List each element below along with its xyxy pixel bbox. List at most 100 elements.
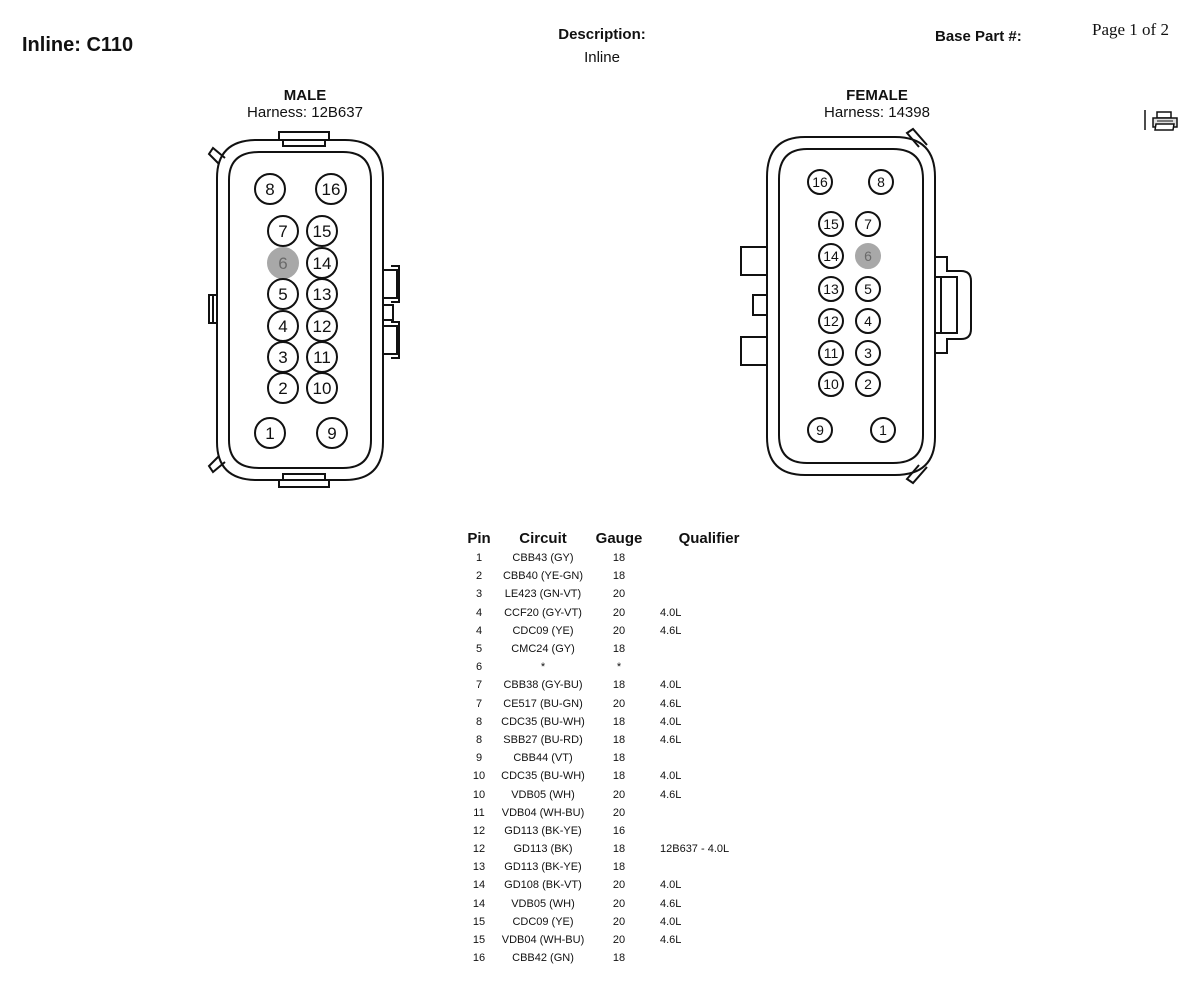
male-pin: 9	[316, 417, 348, 449]
header-pin: Pin	[467, 529, 491, 547]
male-pin: 13	[306, 278, 338, 310]
female-pin: 5	[855, 276, 881, 302]
cell-pin: 15	[472, 915, 486, 928]
pin-circle	[818, 340, 844, 366]
cell-gauge: 20	[612, 588, 626, 601]
male-pin: 5	[267, 278, 299, 310]
pin-number: 16	[322, 180, 341, 199]
pin-table-header-row: Pin Circuit Gauge Qualifier	[462, 527, 770, 549]
cell-circuit: CMC24 (GY)	[511, 643, 575, 656]
pin-circle	[818, 308, 844, 334]
female-gender-label: FEMALE	[846, 87, 908, 104]
pin-circle	[306, 215, 338, 247]
female-pin: 2	[855, 371, 881, 397]
cell-gauge: 20	[612, 624, 626, 637]
cell-circuit: VDB04 (WH-BU)	[501, 806, 585, 819]
pin-number: 12	[823, 313, 839, 329]
pin-circle	[254, 417, 286, 449]
cell-gauge: 18	[612, 643, 626, 656]
female-pin: 4	[855, 308, 881, 334]
male-pin: 11	[306, 341, 338, 373]
cell-pin: 2	[475, 570, 483, 583]
pin-circle	[306, 278, 338, 310]
cell-gauge: 18	[612, 733, 626, 746]
female-pin: 11	[818, 340, 844, 366]
cell-gauge: *	[616, 661, 622, 674]
print-button[interactable]	[1141, 108, 1179, 134]
cell-circuit: GD113 (BK)	[513, 843, 573, 856]
cell-gauge: 20	[612, 879, 626, 892]
male-pin: 14	[306, 247, 338, 279]
cell-pin: 12	[472, 843, 486, 856]
pin-number: 13	[823, 281, 839, 297]
pin-number: 8	[877, 174, 885, 190]
female-pin: 8	[868, 169, 894, 195]
female-pin: 7	[855, 211, 881, 237]
cell-pin: 5	[475, 643, 483, 656]
pin-number: 11	[313, 348, 331, 367]
pin-circle	[855, 211, 881, 237]
cell-qualifier: 4.0L	[660, 679, 682, 692]
cell-qualifier	[648, 822, 770, 840]
cell-pin: 8	[475, 733, 483, 746]
description-value: Inline	[584, 49, 620, 66]
female-pin: 10	[818, 371, 844, 397]
pin-circle	[870, 417, 896, 443]
cell-qualifier: 4.6L	[660, 788, 682, 801]
female-pin: 16	[807, 169, 833, 195]
pin-number: 5	[864, 281, 872, 297]
pin-number: 14	[823, 248, 839, 264]
pin-circle	[267, 372, 299, 404]
male-connector-header: MALE Harness: 12B637	[185, 87, 425, 121]
male-pin: 6	[267, 247, 299, 279]
cell-qualifier	[648, 640, 770, 658]
pin-number: 9	[327, 424, 336, 443]
pin-number: 6	[864, 248, 872, 264]
cell-circuit: GD108 (BK-VT)	[504, 879, 582, 892]
female-pin: 14	[818, 243, 844, 269]
description-label: Description:	[558, 26, 646, 43]
header-qualifier: Qualifier	[678, 529, 740, 547]
cell-qualifier: 4.6L	[660, 934, 682, 947]
cell-circuit: CDC09 (YE)	[512, 915, 574, 928]
female-pin: 9	[807, 417, 833, 443]
pin-number: 5	[278, 285, 287, 304]
cell-qualifier: 4.6L	[660, 624, 682, 637]
cell-circuit: GD113 (BK-YE)	[504, 824, 582, 837]
pin-number: 12	[313, 317, 332, 336]
cell-pin: 16	[472, 952, 486, 965]
cell-qualifier: 4.0L	[660, 879, 682, 892]
male-gender-label: MALE	[283, 87, 327, 104]
pin-circle	[855, 243, 881, 269]
cell-circuit: LE423 (GN-VT)	[504, 588, 582, 601]
female-pin: 1	[870, 417, 896, 443]
cell-gauge: 20	[612, 606, 626, 619]
cell-pin: 7	[475, 697, 483, 710]
cell-pin: 14	[472, 897, 486, 910]
cell-gauge: 18	[612, 770, 626, 783]
cell-pin: 3	[475, 588, 483, 601]
cell-circuit: CBB44 (VT)	[513, 752, 573, 765]
cell-circuit: CCF20 (GY-VT)	[504, 606, 582, 619]
cell-pin: 10	[472, 770, 486, 783]
pin-circle	[818, 276, 844, 302]
cell-qualifier: 4.6L	[660, 733, 682, 746]
table-row: 3 LE423 (GN-VT) 20	[462, 585, 770, 603]
pin-circle	[868, 169, 894, 195]
page-title: Inline: C110	[22, 34, 134, 56]
pin-circle	[818, 243, 844, 269]
cell-circuit: GD113 (BK-YE)	[504, 861, 582, 874]
page-number: Page 1 of 2	[1092, 20, 1169, 39]
table-row: 6**	[462, 658, 770, 676]
pin-circle	[315, 173, 347, 205]
cell-gauge: 18	[612, 552, 626, 565]
